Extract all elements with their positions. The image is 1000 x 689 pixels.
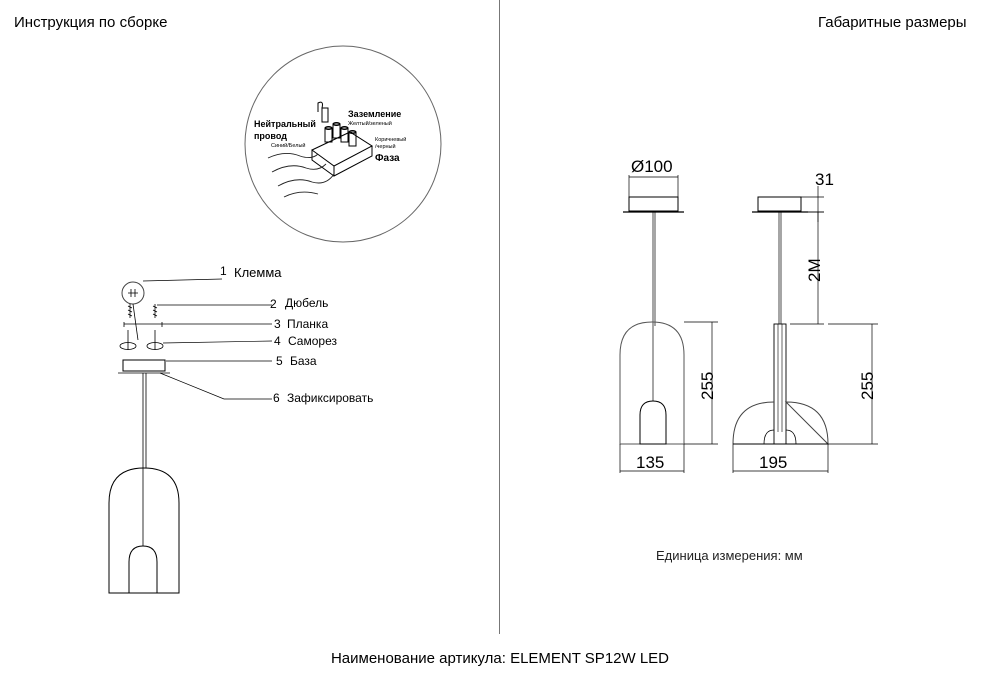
part-2-label: Дюбель <box>285 296 329 310</box>
part-5-label: База <box>290 354 317 368</box>
part-1-number: 1 <box>220 264 227 278</box>
height-side-label: 255 <box>858 372 877 400</box>
assembly-title: Инструкция по сборке <box>14 14 168 31</box>
part-4-number: 4 <box>274 334 281 348</box>
assembly-exploded-view <box>108 281 180 594</box>
phase-color-label-2: /черный <box>375 143 396 150</box>
part-3-number: 3 <box>274 317 281 331</box>
article-footer: Наименование артикула: ELEMENT SP12W LED <box>0 650 1000 667</box>
ground-color-label: Желтый/зеленый <box>348 120 392 127</box>
part-leaders <box>142 278 273 400</box>
height-front-label: 255 <box>698 372 717 400</box>
part-6-number: 6 <box>273 391 280 405</box>
phase-label: Фаза <box>375 153 400 164</box>
phase-color-label-1: Коричневый <box>375 136 406 143</box>
article-value: ELEMENT SP12W LED <box>510 650 670 667</box>
ground-label: Заземление <box>348 109 401 119</box>
part-5-number: 5 <box>276 354 283 368</box>
section-divider <box>499 0 500 634</box>
cable-length-label: 2M <box>805 258 824 282</box>
units-note: Единица измерения: мм <box>656 548 803 563</box>
neutral-label-1: Нейтральный <box>254 119 316 129</box>
article-label: Наименование артикула: <box>330 650 506 667</box>
part-6-label: Зафиксировать <box>287 391 374 405</box>
width-front-label: 135 <box>636 453 664 472</box>
side-view <box>732 186 878 473</box>
part-3-label: Планка <box>287 317 329 331</box>
dimensions-title: Габаритные размеры <box>818 14 967 31</box>
wiring-detail: Нейтральный провод Синий/Белый Заземлени… <box>244 45 442 243</box>
part-2-number: 2 <box>270 297 277 311</box>
part-4-label: Саморез <box>288 334 337 348</box>
front-view <box>619 175 718 473</box>
neutral-label-2: провод <box>254 131 287 141</box>
neutral-color-label: Синий/Белый <box>271 142 305 149</box>
width-side-label: 195 <box>759 453 787 472</box>
canopy-height-label: 31 <box>815 170 834 189</box>
canopy-diameter-label: Ø100 <box>631 157 673 176</box>
part-1-label: Клемма <box>234 265 282 280</box>
